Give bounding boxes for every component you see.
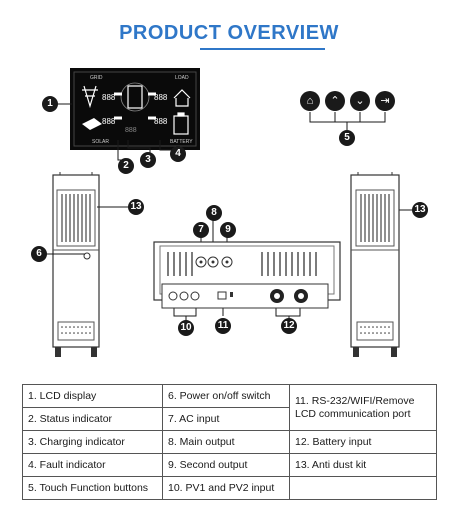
rear-lower-panel xyxy=(161,283,329,309)
chevron-down-icon: ⌄ xyxy=(350,91,370,111)
table-row: 4. Fault indicator 9. Second output 13. … xyxy=(22,453,437,477)
table-cell: 2. Status indicator xyxy=(22,407,163,431)
table-cell: 12. Battery input xyxy=(289,430,437,454)
callout-11: 11 xyxy=(215,318,231,334)
lcd-label-grid: GRID xyxy=(90,75,103,81)
center-inverter-icon xyxy=(127,85,143,109)
table-cell: 1. LCD display xyxy=(22,384,163,408)
table-cell: 4. Fault indicator xyxy=(22,453,163,477)
callout-6: 6 xyxy=(31,246,47,262)
table-row: 5. Touch Function buttons 10. PV1 and PV… xyxy=(22,476,437,500)
solar-panel-icon xyxy=(82,118,102,130)
callout-12: 12 xyxy=(281,318,297,334)
lcd-readout: 888 xyxy=(102,117,116,126)
table-cell: 9. Second output xyxy=(162,453,290,477)
house-icon xyxy=(173,89,191,107)
left-cabinet-view xyxy=(52,172,100,357)
table-row: 2. Status indicator 7. AC input xyxy=(22,407,437,431)
callout-7: 7 xyxy=(193,222,209,238)
lcd-readout: 888 xyxy=(154,117,168,126)
callout-10: 10 xyxy=(178,320,194,336)
callout-5: 5 xyxy=(339,130,355,146)
page-title: PRODUCT OVERVIEW xyxy=(119,22,339,44)
lcd-label-load: LOAD xyxy=(175,75,189,81)
callout-13-left: 13 xyxy=(128,199,144,215)
table-cell: 11. RS-232/WIFI/Remove LCD communication… xyxy=(289,384,437,431)
callout-8: 8 xyxy=(206,205,222,221)
table-cell: 10. PV1 and PV2 input xyxy=(162,476,290,500)
right-cabinet-view xyxy=(350,172,400,357)
table-cell: 6. Power on/off switch xyxy=(162,384,290,408)
callout-3: 3 xyxy=(140,152,156,168)
callout-1: 1 xyxy=(42,96,58,112)
table-cell xyxy=(289,476,437,500)
lcd-label-battery: BATTERY xyxy=(170,139,193,145)
battery-icon xyxy=(173,112,189,135)
table-row: 1. LCD display 6. Power on/off switch 11… xyxy=(22,384,437,431)
callout-13-right: 13 xyxy=(412,202,428,218)
lcd-label-solar: SOLAR xyxy=(92,139,109,145)
table-cell: 13. Anti dust kit xyxy=(289,453,437,477)
chevron-up-icon: ⌃ xyxy=(325,91,345,111)
table-row: 3. Charging indicator 8. Main output 12.… xyxy=(22,430,437,454)
buttons-bracket xyxy=(309,112,386,130)
grid-tower-icon xyxy=(82,85,98,109)
callout-9: 9 xyxy=(220,222,236,238)
lcd-readout: 888 xyxy=(102,93,116,102)
lcd-readout: 888 xyxy=(125,127,137,134)
enter-icon: ⇥ xyxy=(375,91,395,111)
table-cell: 3. Charging indicator xyxy=(22,430,163,454)
lcd-display: GRID LOAD SOLAR BATTERY 888 888 888 888 … xyxy=(70,68,200,150)
table-cell: 7. AC input xyxy=(162,407,290,431)
table-cell: 5. Touch Function buttons xyxy=(22,476,163,500)
lcd-readout: 888 xyxy=(154,93,168,102)
title-underline xyxy=(200,48,325,50)
callout-4: 4 xyxy=(170,146,186,162)
callout-2: 2 xyxy=(118,158,134,174)
home-icon: ⌂ xyxy=(300,91,320,111)
legend-table: 1. LCD display 6. Power on/off switch 11… xyxy=(22,384,437,500)
table-cell: 8. Main output xyxy=(162,430,290,454)
